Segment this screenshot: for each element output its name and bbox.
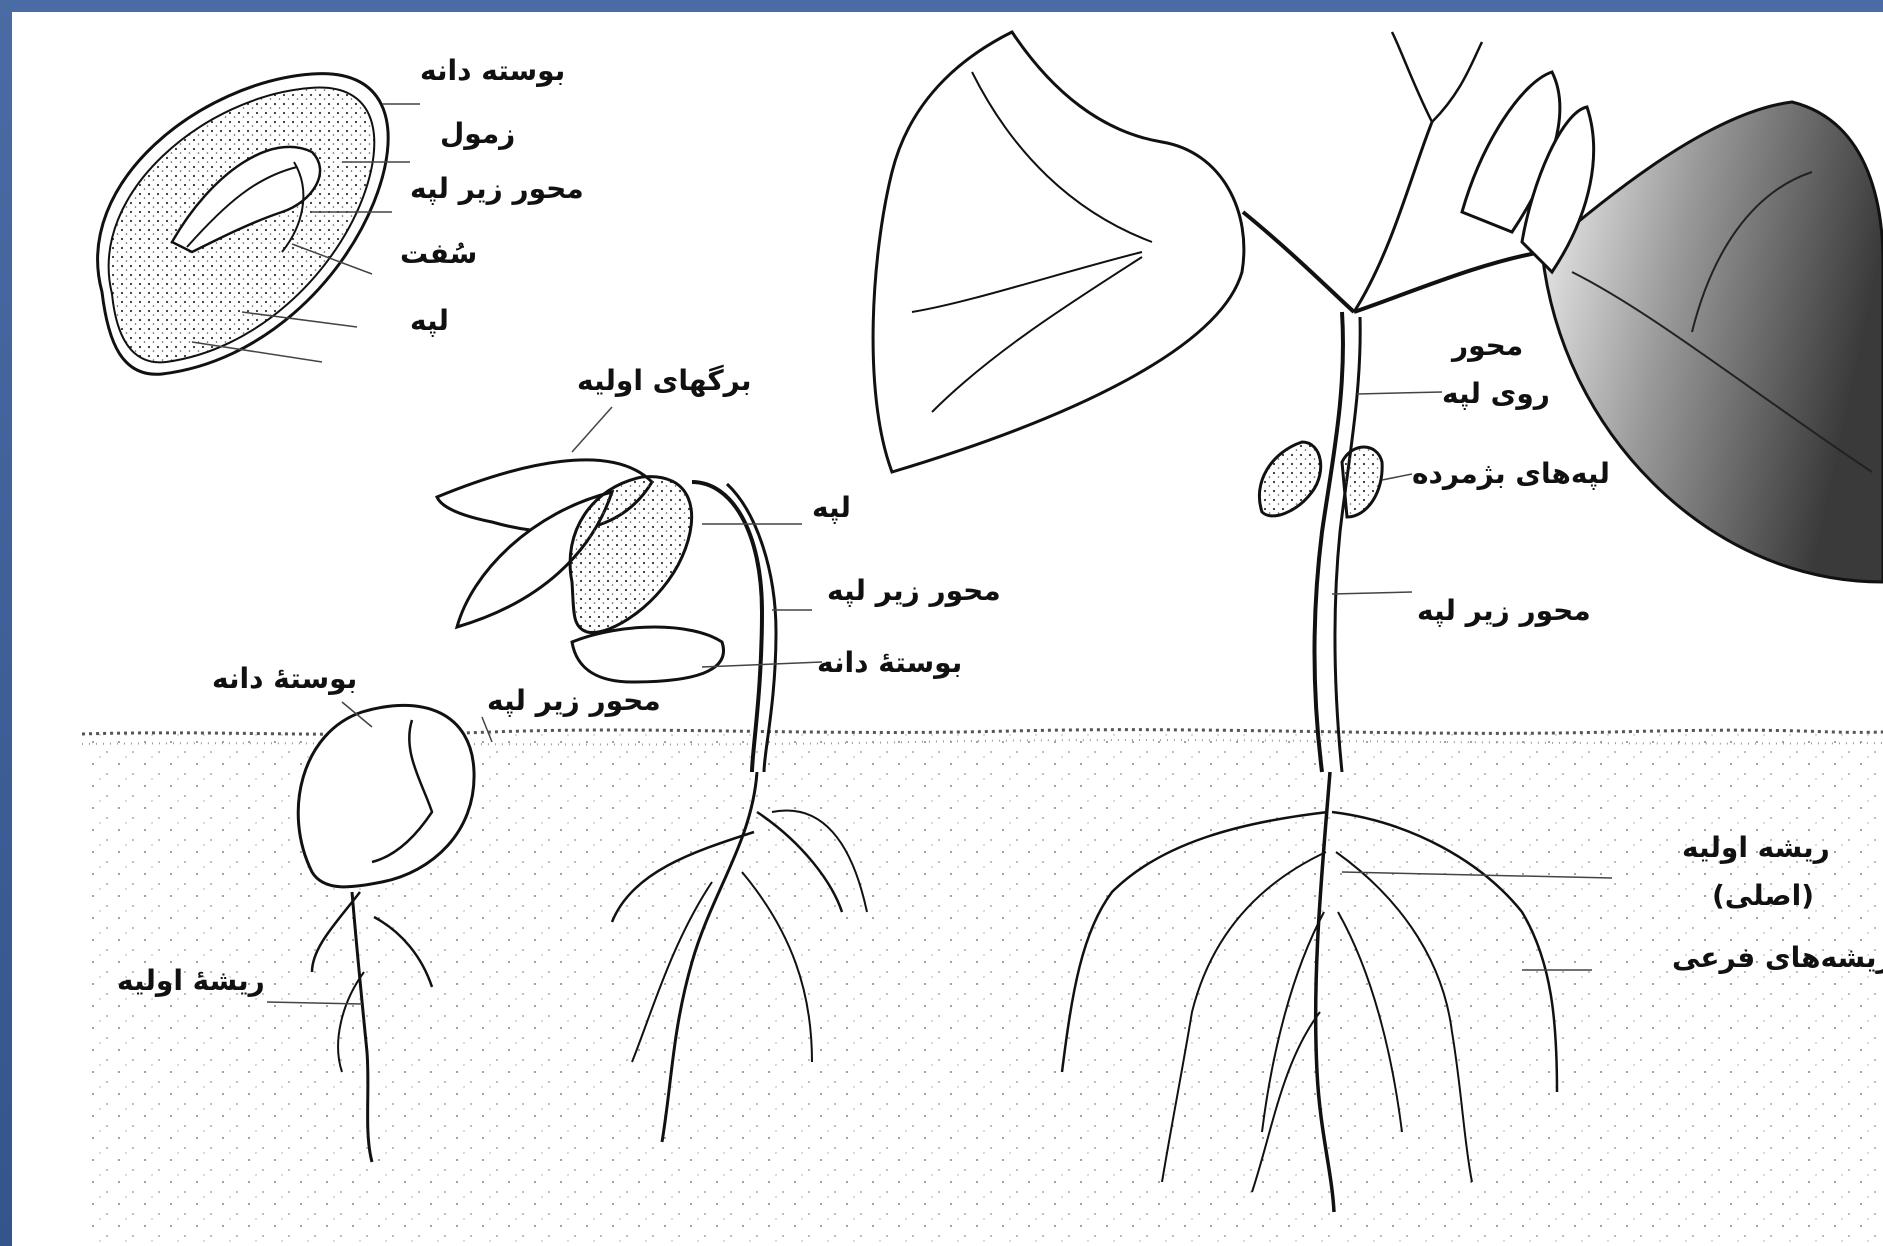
label-hypocotyl: محور زیر لپه — [487, 687, 661, 715]
label-epicotyl: محور — [1452, 332, 1523, 360]
label-withered-cotyledons: لپه‌های بژمرده — [1412, 460, 1610, 488]
bean-germination-diagram — [12, 12, 1883, 1246]
seed-section-illustration — [98, 74, 389, 375]
diagram-panel: بوسته دانه زمول محور زیر لپه سُفت لپه بر… — [12, 12, 1883, 1246]
label-primary-leaves: برگهای اولیه — [577, 367, 752, 395]
label-hypocotyl: محور زیر لپه — [410, 175, 584, 203]
label-lateral-roots: ریشه‌های فرعی — [1672, 944, 1883, 972]
label-seed-coat: بوستهٔ دانه — [817, 649, 962, 677]
label-seed-coat: بوستهٔ دانه — [212, 665, 357, 693]
label-primary-root: ریشه اولیه — [1682, 834, 1830, 862]
label-hilum: سُفت — [400, 240, 477, 268]
label-plumule: زمول — [440, 120, 515, 148]
label-primary-root: ریشهٔ اولیه — [117, 967, 265, 995]
label-hypocotyl: محور زیر لپه — [827, 577, 1001, 605]
label-cotyledon: لپه — [410, 307, 449, 335]
label-hypocotyl: محور زیر لپه — [1417, 597, 1591, 625]
label-epicotyl: روی لپه — [1442, 380, 1550, 408]
label-seed-coat: بوسته دانه — [420, 57, 565, 85]
label-primary-root: (اصلی) — [1712, 882, 1814, 910]
label-cotyledon: لپه — [812, 494, 851, 522]
